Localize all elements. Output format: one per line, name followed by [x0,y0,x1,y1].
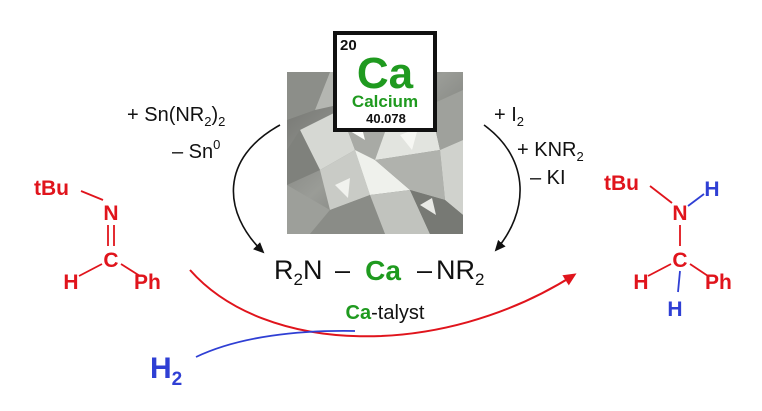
catalyst-label: Ca-talyst [346,302,425,324]
imine-tbu: tBu [34,177,69,200]
left-bond: – [335,255,350,285]
iodine-reagent: + I2 [494,104,524,129]
catalyst-formula: R2N – Ca – NR2 Ca-talyst [274,255,484,324]
imine-hydrogen: H [63,271,78,294]
hydrogen-feed-line [195,329,356,358]
left-amido-group: R2N [274,255,322,289]
left-reagents: + Sn(NR2)2 – Sn0 [127,104,225,163]
amine-c-hydrogen: H [633,271,648,294]
amine-nitrogen: N [672,202,687,225]
right-reagents: + I2 + KNR2 – KI [494,104,584,189]
tin-amide-reagent: + Sn(NR2)2 [127,104,225,129]
potassium-iodide-byproduct: – KI [530,167,566,189]
amine-phenyl: Ph [705,271,732,294]
atomic-mass: 40.078 [366,111,406,126]
amine-tbu: tBu [604,172,639,195]
left-curved-arrow [232,124,281,254]
calcium-center: Ca [365,255,401,286]
right-curved-arrow [483,124,521,252]
element-symbol: Ca [357,49,414,98]
imine-phenyl: Ph [134,271,161,294]
atomic-number: 20 [340,37,357,54]
amine-carbon: C [672,249,687,272]
right-bond: – [417,255,432,285]
right-amido-group: NR2 [436,255,484,289]
amine-structure: tBu N H C H H Ph [604,172,732,321]
calcium-element-tile: 20 Ca Calcium 40.078 [333,31,437,132]
potassium-amide-reagent: + KNR2 [517,139,584,164]
hydrogen-label: H2 [150,352,182,390]
imine-structure: tBu N C H Ph [34,177,161,294]
reaction-arrow [189,269,577,338]
imine-carbon: C [103,249,118,272]
imine-nitrogen: N [103,202,118,225]
amine-new-hydrogen: H [667,298,682,321]
element-name: Calcium [352,92,418,111]
amine-n-hydrogen: H [704,178,719,201]
tin-byproduct: – Sn0 [172,137,220,163]
